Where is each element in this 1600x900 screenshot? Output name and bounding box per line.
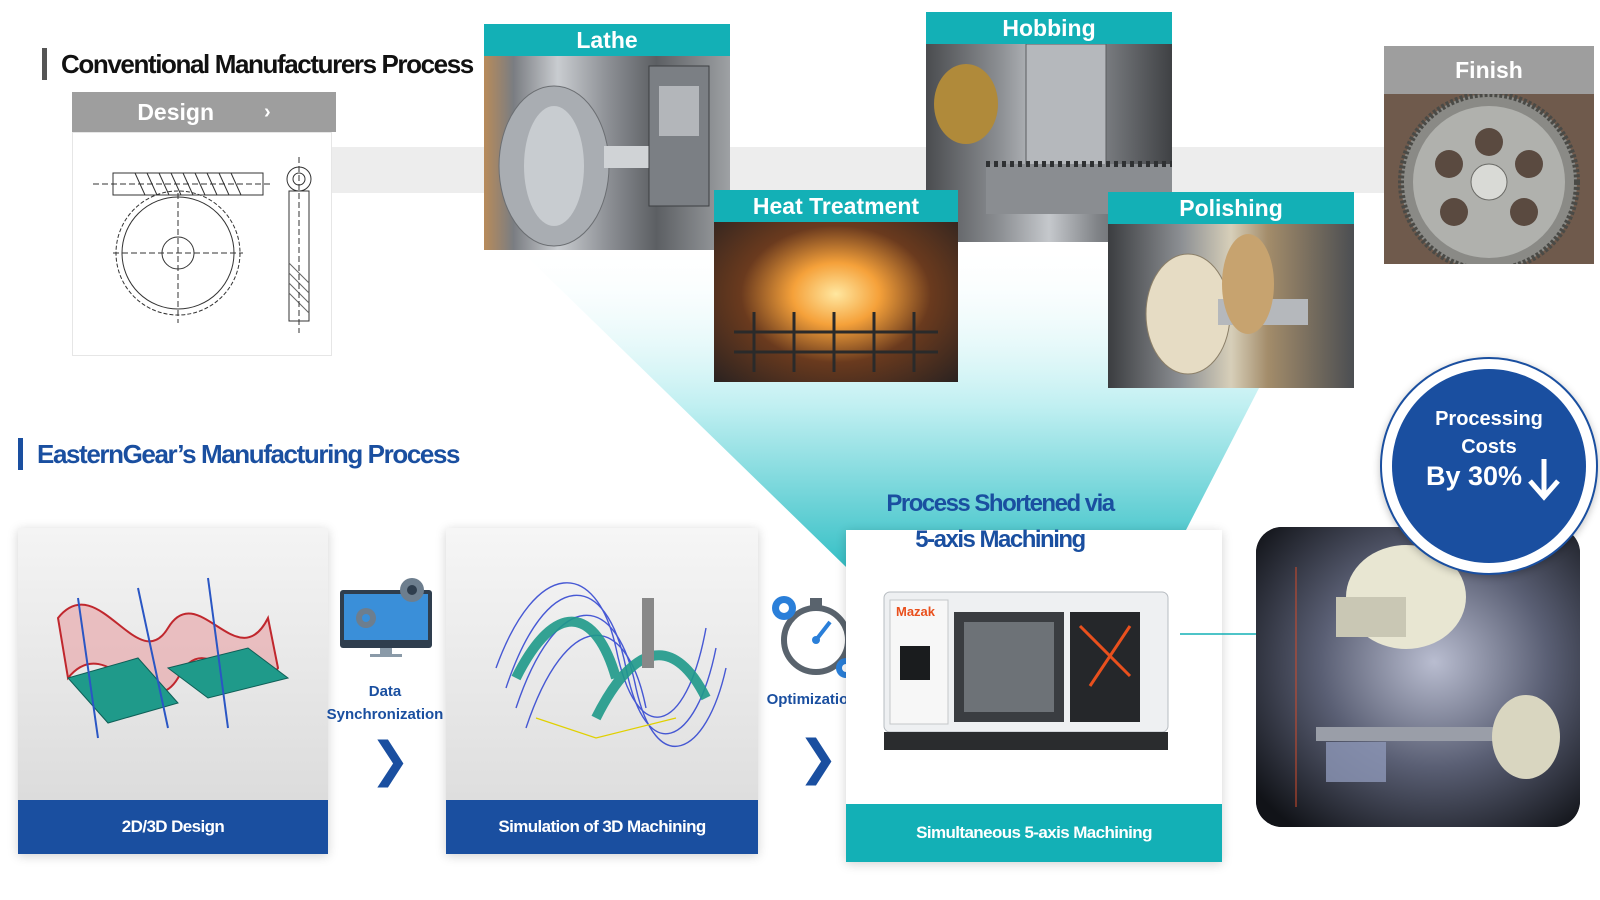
toolpath-icon: [495, 582, 727, 748]
heading-accent-bar: [42, 48, 47, 80]
stopwatch-gear-icon: [772, 596, 856, 678]
gear-drawing-icon: [93, 157, 312, 333]
design-card: 2D/3D Design: [18, 528, 328, 854]
polishing-step: Polishing: [1108, 192, 1354, 388]
finish-label: Finish: [1384, 46, 1594, 94]
data-sync-label: Data Synchronization: [320, 680, 450, 726]
machining-card: Mazak Simultaneous 5-axis Machining: [846, 530, 1222, 862]
easterngear-process-title: EasternGear’s Manufacturing Process: [37, 438, 460, 469]
arrow-down-icon: [1528, 459, 1560, 501]
design-step-header: Design ›: [72, 92, 336, 132]
gear-model-icon: [56, 577, 290, 739]
polishing-label: Polishing: [1108, 192, 1354, 224]
cost-reduction-badge: Processing Costs By 30%: [1392, 369, 1586, 563]
cost-badge-line2: Costs: [1461, 436, 1517, 458]
cost-badge-value: By 30%: [1426, 461, 1523, 491]
data-sync-line1: Data: [368, 683, 402, 700]
heat-treatment-photo: [714, 222, 958, 382]
simulation-card: Simulation of 3D Machining: [446, 528, 758, 854]
worm-gear-drawing: [72, 132, 332, 356]
simulation-card-footer: Simulation of 3D Machining: [446, 800, 758, 854]
helical-gear-model: [18, 528, 328, 800]
cost-badge-title: Processing Costs: [1392, 405, 1586, 461]
data-sync-monitor-icon: [340, 578, 432, 657]
hobbing-photo: [926, 43, 1172, 242]
chevron-right-icon: ›: [264, 100, 271, 123]
heading-accent-bar: [18, 438, 23, 470]
heat-treatment-step: Heat Treatment: [714, 190, 958, 382]
finish-photo: [1384, 91, 1594, 264]
chevron-right-icon: ❯: [370, 732, 411, 788]
conventional-process-title: Conventional Manufacturers Process: [61, 48, 474, 79]
finished-gear-icon: [1398, 91, 1580, 264]
process-shortened-line1: Process Shortened via: [886, 490, 1115, 517]
easterngear-process-heading: EasternGear’s Manufacturing Process: [18, 438, 460, 470]
furnace-icon: [734, 312, 938, 372]
lathe-photo: [484, 56, 730, 250]
chevron-right-icon: ❯: [798, 730, 839, 786]
hobbing-step: Hobbing: [926, 12, 1172, 242]
lathe-machine-icon: [498, 65, 710, 247]
cost-badge-line1: Processing: [1435, 408, 1543, 430]
polishing-wheel-icon: [1145, 234, 1308, 375]
machining-video-still: [1256, 527, 1580, 827]
optimization-label: Optimization: [766, 691, 858, 708]
cnc-machine-icon: [883, 591, 1169, 750]
lathe-label: Lathe: [484, 24, 730, 56]
conventional-process-heading: Conventional Manufacturers Process: [42, 48, 474, 80]
design-card-footer: 2D/3D Design: [18, 800, 328, 854]
machining-interior-icon: [1256, 527, 1580, 827]
mazak-machine: Mazak: [880, 586, 1172, 752]
design-step-label: Design: [137, 98, 214, 125]
polishing-photo: [1108, 224, 1354, 388]
toolpath-simulation: [446, 528, 758, 800]
hobbing-label: Hobbing: [926, 12, 1172, 44]
process-shortened-heading: Process Shortened via 5-axis Machining: [830, 486, 1170, 558]
data-sync-line2: Synchronization: [326, 706, 444, 723]
process-shortened-line2: 5-axis Machining: [915, 526, 1086, 553]
machining-card-footer: Simultaneous 5-axis Machining: [846, 804, 1222, 862]
lathe-step: Lathe: [484, 24, 730, 250]
finish-step: Finish: [1384, 46, 1594, 264]
machine-brand-label: Mazak: [896, 604, 936, 619]
heat-treatment-label: Heat Treatment: [714, 190, 958, 222]
